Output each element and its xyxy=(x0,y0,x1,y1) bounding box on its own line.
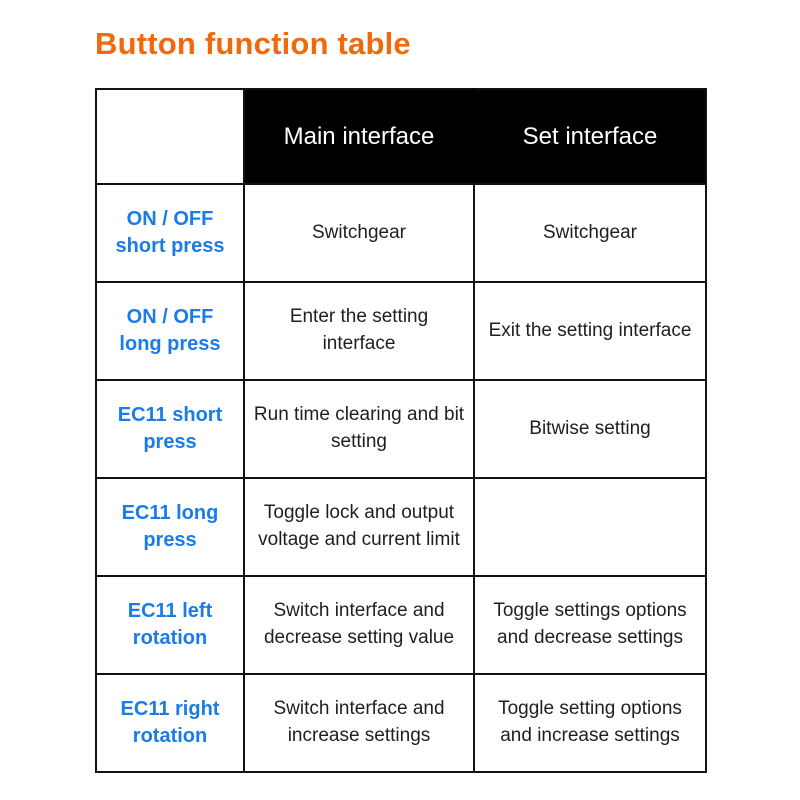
table-row: EC11 right rotation Switch interface and… xyxy=(95,673,707,773)
main-interface-cell: Switch interface and increase settings xyxy=(243,673,475,773)
set-interface-cell: Toggle setting options and increase sett… xyxy=(473,673,707,773)
main-interface-cell: Run time clearing and bit setting xyxy=(243,379,475,479)
table-row: EC11 short press Run time clearing and b… xyxy=(95,379,707,479)
row-label-ec11-left-rotation: EC11 left rotation xyxy=(95,575,245,675)
table-header-row: Main interface Set interface xyxy=(95,88,707,185)
table-row: ON / OFF short press Switchgear Switchge… xyxy=(95,183,707,283)
row-label-ec11-right-rotation: EC11 right rotation xyxy=(95,673,245,773)
button-function-table: Main interface Set interface ON / OFF sh… xyxy=(95,88,707,773)
set-interface-cell: Bitwise setting xyxy=(473,379,707,479)
main-interface-cell: Toggle lock and output voltage and curre… xyxy=(243,477,475,577)
page-title: Button function table xyxy=(95,26,411,61)
table-row: EC11 long press Toggle lock and output v… xyxy=(95,477,707,577)
column-header-set-interface: Set interface xyxy=(473,88,707,185)
table-row: ON / OFF long press Enter the setting in… xyxy=(95,281,707,381)
set-interface-cell: Exit the setting interface xyxy=(473,281,707,381)
column-header-main-interface: Main interface xyxy=(243,88,475,185)
row-label-on-off-short-press: ON / OFF short press xyxy=(95,183,245,283)
main-interface-cell: Switch interface and decrease setting va… xyxy=(243,575,475,675)
row-label-on-off-long-press: ON / OFF long press xyxy=(95,281,245,381)
set-interface-cell: Switchgear xyxy=(473,183,707,283)
table-corner-cell xyxy=(95,88,245,185)
main-interface-cell: Enter the setting interface xyxy=(243,281,475,381)
set-interface-cell xyxy=(473,477,707,577)
table-row: EC11 left rotation Switch interface and … xyxy=(95,575,707,675)
row-label-ec11-short-press: EC11 short press xyxy=(95,379,245,479)
main-interface-cell: Switchgear xyxy=(243,183,475,283)
row-label-ec11-long-press: EC11 long press xyxy=(95,477,245,577)
set-interface-cell: Toggle settings options and decrease set… xyxy=(473,575,707,675)
